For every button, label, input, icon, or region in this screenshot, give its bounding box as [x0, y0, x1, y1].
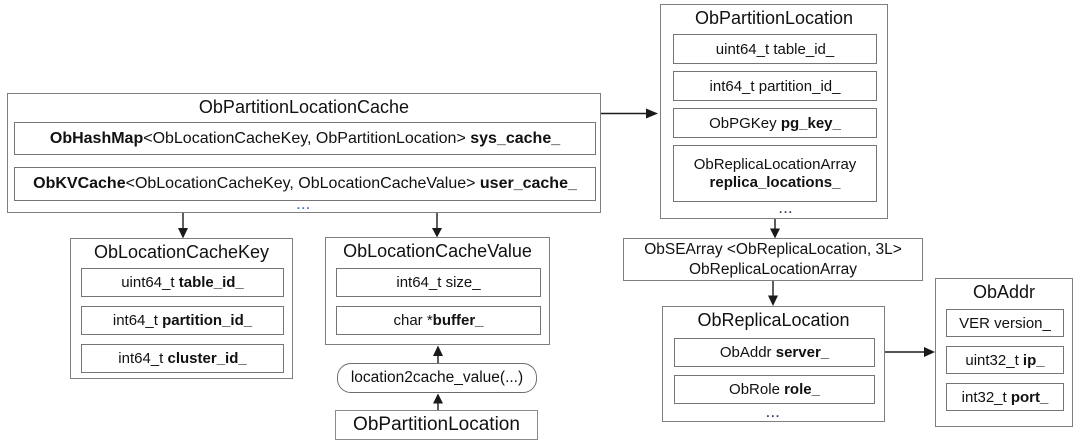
member-type: ObRole	[729, 381, 785, 398]
member-row-size: int64_t size_	[336, 268, 541, 297]
member-row-ip: uint32_t ip_	[946, 346, 1064, 374]
member-type: ObAddr	[719, 344, 776, 361]
member-type: uint64_t	[121, 274, 179, 291]
arrow-server-to-obaddr-head	[924, 347, 935, 357]
member-name: server_	[775, 344, 830, 361]
member-type: int64_t	[118, 350, 168, 367]
member-name: ip_	[1022, 351, 1045, 369]
ellipsis-more-members: ...	[296, 198, 312, 212]
class-title-obpartitionlocation-bottom: ObPartitionLocation	[353, 414, 520, 435]
member-row-role: ObRole role_	[674, 375, 875, 404]
member-type: ObKVCache	[33, 175, 126, 192]
member-name: sys_cache_	[470, 129, 561, 147]
member-name: buffer_	[432, 312, 484, 329]
member-row-user-cache: ObKVCache<ObLocationCacheKey, ObLocation…	[14, 167, 596, 201]
member-row-buffer: char *buffer_	[336, 306, 541, 335]
class-box-obreplicalocation: ObReplicaLocation ObAddr server_ ObRole …	[662, 306, 885, 422]
member-type: uint32_t	[965, 351, 1023, 369]
member-name: partition_id_	[162, 312, 253, 329]
member-row-partition-id: int64_t partition_id_	[81, 306, 284, 335]
arrow-partition-to-func-head	[433, 393, 443, 404]
class-title-obaddr: ObAddr	[972, 282, 1036, 302]
member-name: pg_key_	[780, 114, 841, 132]
member-template-args: <ObLocationCacheKey, ObLocationCacheValu…	[125, 175, 480, 192]
member-template-args: <ObLocationCacheKey, ObPartitionLocation…	[143, 129, 471, 147]
member-type: ObPGKey	[709, 114, 781, 132]
class-box-obpartitionlocation-bottom: ObPartitionLocation	[335, 410, 538, 440]
member-row-table-id: uint64_t table_id_	[81, 268, 284, 297]
arrow-func-to-cachevalue-head	[433, 345, 443, 356]
class-title-oblocationcachevalue: ObLocationCacheValue	[343, 241, 532, 261]
arrow-replicalocations-to-searray-head	[770, 228, 780, 239]
typedef-box-obsearray: ObSEArray <ObReplicaLocation, 3L> ObRepl…	[623, 238, 923, 281]
ellipsis-more-members: ...	[766, 406, 781, 420]
class-box-obpartitionlocation-top: ObPartitionLocation uint64_t table_id_ i…	[660, 4, 888, 219]
arrow-cache-to-cachekey-head	[178, 228, 188, 239]
class-box-obaddr: ObAddr VER version_ uint32_t ip_ int32_t…	[935, 278, 1073, 427]
class-title-obpartitionlocation: ObPartitionLocation	[694, 8, 854, 28]
member-name: user_cache_	[479, 175, 577, 192]
member-row-port: int32_t port_	[946, 383, 1064, 411]
member-text: int64_t partition_id_	[709, 77, 841, 95]
member-row-cluster-id: int64_t cluster_id_	[81, 344, 284, 373]
member-name: table_id_	[178, 274, 244, 291]
typedef-line1: ObSEArray <ObReplicaLocation, 3L>	[644, 241, 902, 258]
member-row-table-id: uint64_t table_id_	[673, 34, 877, 64]
member-row-sys-cache: ObHashMap<ObLocationCacheKey, ObPartitio…	[14, 122, 596, 155]
member-row-version: VER version_	[946, 309, 1064, 337]
arrow-syscache-to-partitionlocation-head	[646, 108, 658, 119]
class-title-oblocationcachekey: ObLocationCacheKey	[93, 242, 270, 262]
ellipsis-more-members: ...	[779, 202, 794, 216]
member-text: int64_t size_	[396, 274, 481, 291]
member-row-server: ObAddr server_	[674, 338, 875, 367]
function-label: location2cache_value(...)	[350, 369, 524, 386]
arrow-searray-to-replicalocation-head	[768, 295, 778, 306]
member-name: replica_locations_	[709, 173, 841, 191]
typedef-line2: ObReplicaLocationArray	[688, 261, 857, 278]
member-type: int32_t	[961, 388, 1011, 406]
typedef-text: ObSEArray <ObReplicaLocation, 3L> ObRepl…	[624, 240, 922, 280]
member-name: cluster_id_	[167, 350, 247, 367]
member-type: char *	[393, 312, 433, 329]
class-box-oblocationcachevalue: ObLocationCacheValue int64_t size_ char …	[325, 237, 550, 345]
member-text: uint64_t table_id_	[715, 40, 835, 58]
member-type: ObReplicaLocationArray	[693, 155, 857, 173]
member-type: int64_t	[112, 312, 163, 329]
member-row-pg-key: ObPGKey pg_key_	[673, 108, 877, 138]
class-title-obpartitionlocationcache: ObPartitionLocationCache	[198, 97, 410, 117]
member-text: VER version_	[959, 314, 1051, 332]
class-box-obpartitionlocationcache: ObPartitionLocationCache ObHashMap<ObLoc…	[7, 93, 601, 213]
member-type: ObHashMap	[49, 129, 144, 147]
member-name: role_	[784, 381, 820, 398]
class-title-obreplicalocation: ObReplicaLocation	[697, 310, 850, 330]
class-box-oblocationcachekey: ObLocationCacheKey uint64_t table_id_ in…	[70, 238, 293, 379]
member-name: port_	[1010, 388, 1049, 406]
member-row-partition-id: int64_t partition_id_	[673, 71, 877, 101]
function-node-location2cache-value: location2cache_value(...)	[337, 363, 537, 393]
